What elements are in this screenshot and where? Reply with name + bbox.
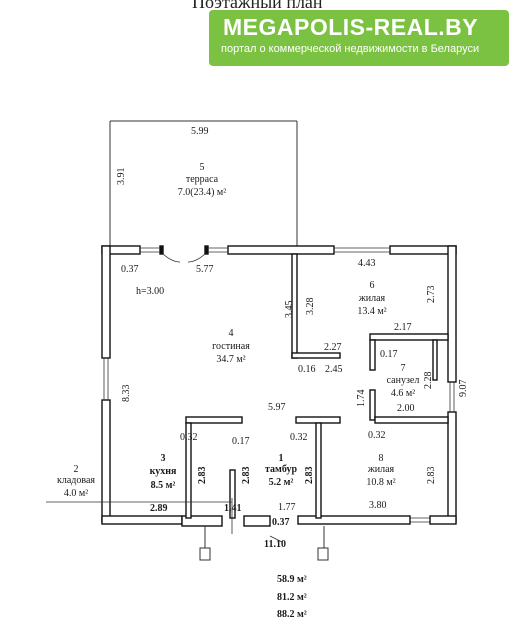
room-vestibule-number: 1 [279, 453, 284, 464]
dim-2-17: 2.17 [394, 322, 412, 333]
storage-leader [46, 498, 283, 543]
ceiling-height: h=3.00 [136, 286, 164, 297]
dim-1-41: 1.41 [224, 503, 242, 514]
dim-2-83-vest-left: 2.83 [241, 467, 252, 485]
dim-9-07: 9.07 [458, 380, 469, 398]
room-terrace-area: 7.0(23.4) м² [178, 187, 227, 198]
room-storage-name: кладовая [57, 475, 95, 486]
dim-2-28: 2.28 [423, 372, 434, 390]
room-terrace-number: 5 [200, 162, 205, 173]
room-bedroom6-name: жилая [358, 293, 386, 304]
room-kitchen-area: 8.5 м² [151, 480, 176, 491]
dim-5-99: 5.99 [191, 126, 209, 137]
dim-8-33: 8.33 [121, 385, 132, 403]
dim-3-91: 3.91 [116, 168, 127, 186]
room-living-number: 4 [229, 328, 234, 339]
room-living: 4 гостиная 34.7 м² [212, 328, 250, 365]
porch-outline [199, 526, 329, 561]
outer-walls [101, 245, 457, 527]
total-area-3: 88.2 м² [277, 609, 307, 620]
banner-subtitle: портал о коммерческой недвижимости в Бел… [221, 43, 480, 55]
dim-4-43: 4.43 [358, 258, 376, 269]
room-storage: 2 кладовая 4.0 м² [57, 464, 95, 499]
dim-2-45: 2.45 [325, 364, 343, 375]
dim-2-89: 2.89 [150, 503, 168, 514]
dim-2-27: 2.27 [324, 342, 342, 353]
room-vestibule-name: тамбур [265, 464, 297, 475]
megapolis-banner[interactable]: MEGAPOLIS-REAL.BY портал о коммерческой … [209, 10, 509, 66]
room-bathroom-name: санузел [387, 375, 420, 386]
room-bathroom: 7 санузел 4.6 м² [387, 363, 420, 399]
room-bathroom-number: 7 [401, 363, 406, 374]
plan-title: Поэтажный план [192, 0, 323, 12]
room-bedroom6-number: 6 [370, 280, 375, 291]
room-kitchen: 3 кухня 8.5 м² [150, 453, 177, 491]
window-marks [103, 247, 455, 523]
total-area-2: 81.2 м² [277, 592, 307, 603]
dim-5-77: 5.77 [196, 264, 214, 275]
room-kitchen-number: 3 [161, 453, 166, 464]
room-living-area: 34.7 м² [216, 354, 245, 365]
dim-3-80: 3.80 [369, 500, 387, 511]
room-storage-area: 4.0 м² [64, 488, 88, 499]
area-totals: 58.9 м² 81.2 м² 88.2 м² [277, 574, 307, 620]
room-vestibule: 1 тамбур 5.2 м² [265, 453, 297, 488]
dim-2-83-kitchen: 2.83 [197, 467, 208, 485]
room-bathroom-area: 4.6 м² [391, 388, 415, 399]
dim-3-28: 3.28 [305, 298, 316, 316]
room-bedroom6-area: 13.4 м² [357, 306, 386, 317]
dim-0-32-vest: 0.32 [290, 432, 308, 443]
dim-0-16: 0.16 [298, 364, 316, 375]
dim-2-00: 2.00 [397, 403, 415, 414]
dim-0-37-top: 0.37 [121, 264, 139, 275]
terrace-outline [109, 120, 298, 246]
dim-0-32-kitchen: 0.32 [180, 432, 198, 443]
dim-1-77: 1.77 [278, 502, 296, 513]
dim-11-10: 11.10 [264, 539, 286, 550]
total-area-1: 58.9 м² [277, 574, 307, 585]
room-bedroom6: 6 жилая 13.4 м² [357, 280, 386, 317]
interior-walls [185, 253, 449, 519]
dim-3-45: 3.45 [284, 301, 295, 319]
room-terrace-name: терраса [186, 174, 219, 185]
dim-2-73: 2.73 [426, 286, 437, 304]
room-terrace: 5 терраса 7.0(23.4) м² [178, 162, 227, 198]
room-bedroom8-area: 10.8 м² [366, 477, 395, 488]
dim-1-74: 1.74 [356, 390, 367, 408]
room-bedroom8: 8 жилая 10.8 м² [366, 453, 395, 488]
room-storage-number: 2 [74, 464, 79, 475]
dim-2-83-bed: 2.83 [426, 467, 437, 485]
room-vestibule-area: 5.2 м² [269, 477, 294, 488]
banner-title: MEGAPOLIS-REAL.BY [223, 14, 479, 40]
room-kitchen-name: кухня [150, 466, 177, 477]
dim-5-97: 5.97 [268, 402, 286, 413]
dim-0-37-bottom: 0.37 [272, 517, 290, 528]
room-living-name: гостиная [212, 341, 250, 352]
dim-2-83-vest-right: 2.83 [304, 467, 315, 485]
dim-0-17-bath: 0.17 [380, 349, 398, 360]
room-bedroom8-name: жилая [367, 464, 395, 475]
terrace-doors [162, 253, 206, 263]
room-bedroom8-number: 8 [379, 453, 384, 464]
dim-0-17-vest: 0.17 [232, 436, 250, 447]
dim-0-32-bed: 0.32 [368, 430, 386, 441]
